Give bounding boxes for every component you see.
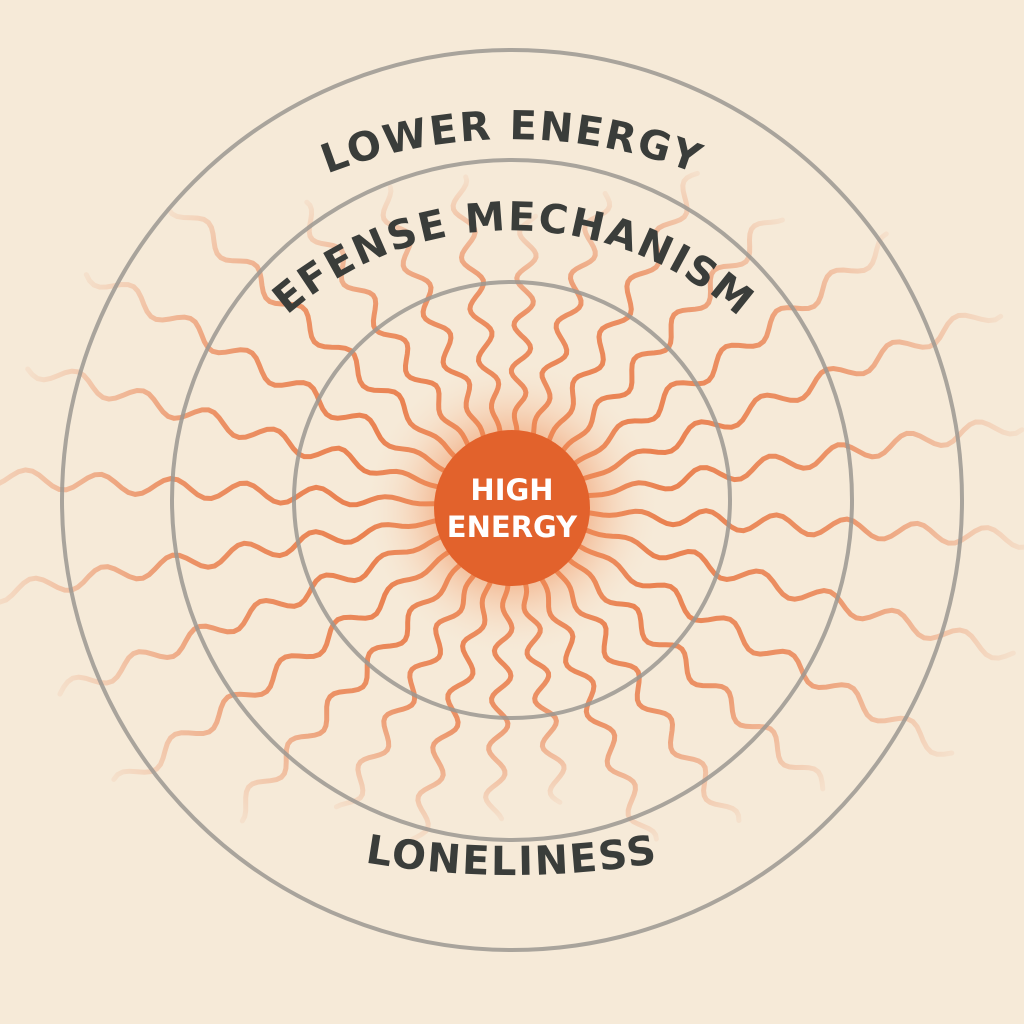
- center-label-line-1: HIGH: [470, 473, 553, 507]
- center-label-line-2: ENERGY: [447, 510, 578, 544]
- energy-ray: [0, 467, 443, 508]
- middle-ring: [170, 158, 854, 842]
- inner-ring: [292, 280, 732, 720]
- outer-ring: [60, 48, 964, 952]
- concentric-rings: [60, 48, 964, 952]
- high-energy-core: [434, 430, 590, 586]
